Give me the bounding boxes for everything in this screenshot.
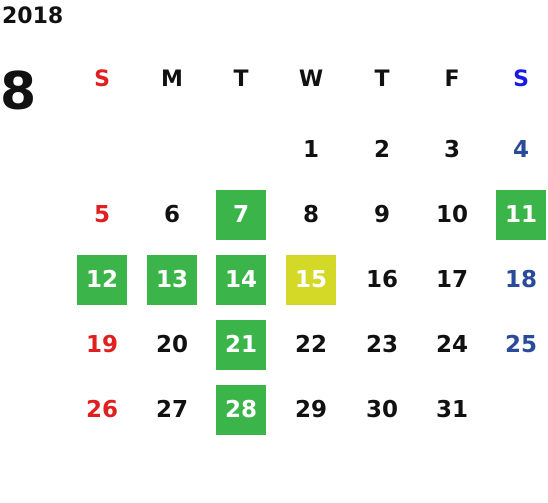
day-17[interactable]: 17	[435, 267, 468, 293]
day-5[interactable]: 5	[93, 202, 110, 228]
weekday-sat: S	[513, 67, 529, 92]
day-11-highlighted[interactable]: 11	[496, 190, 546, 240]
weekday-fri: F	[444, 67, 460, 92]
day-20[interactable]: 20	[155, 332, 188, 358]
day-26[interactable]: 26	[85, 397, 118, 423]
day-21-highlighted[interactable]: 21	[216, 320, 266, 370]
day-1[interactable]: 1	[302, 137, 319, 163]
day-25[interactable]: 25	[504, 332, 537, 358]
day-23[interactable]: 23	[365, 332, 398, 358]
day-24[interactable]: 24	[435, 332, 468, 358]
day-19[interactable]: 19	[85, 332, 118, 358]
day-13-highlighted[interactable]: 13	[147, 255, 197, 305]
weekday-tue: T	[233, 67, 249, 92]
day-7-highlighted[interactable]: 7	[216, 190, 266, 240]
day-4[interactable]: 4	[512, 137, 529, 163]
day-16[interactable]: 16	[365, 267, 398, 293]
weekday-sun: S	[94, 67, 110, 92]
day-12-highlighted[interactable]: 12	[77, 255, 127, 305]
day-22[interactable]: 22	[294, 332, 327, 358]
weekday-mon: M	[161, 67, 183, 92]
day-8[interactable]: 8	[302, 202, 319, 228]
day-29[interactable]: 29	[294, 397, 327, 423]
day-14-highlighted[interactable]: 14	[216, 255, 266, 305]
weekday-thu: T	[374, 67, 390, 92]
day-28-highlighted[interactable]: 28	[216, 385, 266, 435]
month-label: 8	[0, 62, 37, 122]
year-label: 2018	[2, 4, 64, 29]
day-18[interactable]: 18	[504, 267, 537, 293]
day-6[interactable]: 6	[163, 202, 180, 228]
day-2[interactable]: 2	[373, 137, 390, 163]
day-30[interactable]: 30	[365, 397, 398, 423]
weekday-wed: W	[298, 67, 324, 92]
day-27[interactable]: 27	[155, 397, 188, 423]
day-9[interactable]: 9	[373, 202, 390, 228]
day-10[interactable]: 10	[435, 202, 468, 228]
day-15-highlighted-yellow[interactable]: 15	[286, 255, 336, 305]
day-3[interactable]: 3	[443, 137, 460, 163]
day-31[interactable]: 31	[435, 397, 468, 423]
